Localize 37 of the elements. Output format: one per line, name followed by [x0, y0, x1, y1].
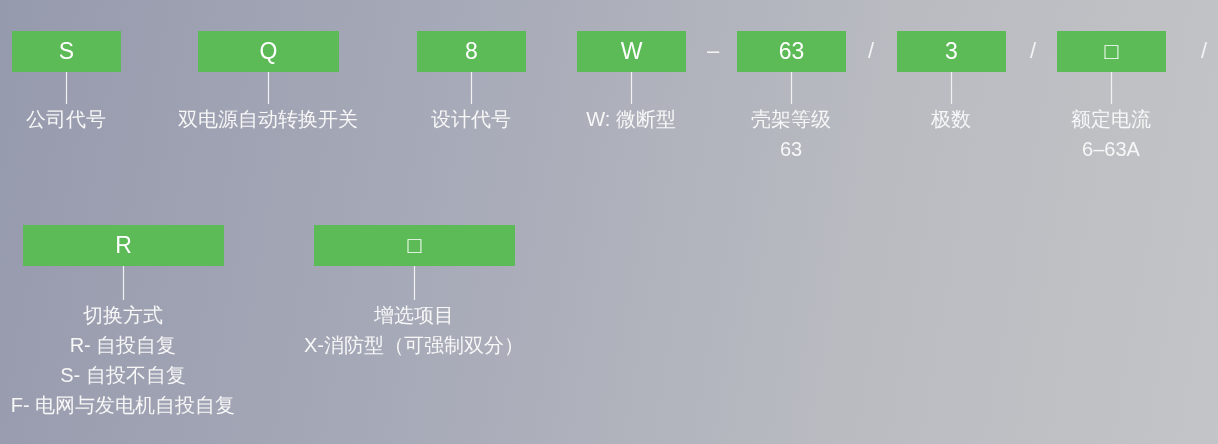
code-box: S [12, 31, 121, 72]
detail-text: F- 电网与发电机自投自复 [10, 393, 236, 418]
detail-text: S- 自投不自复 [60, 363, 186, 388]
leader-line [950, 71, 953, 105]
slash-separator: / [1200, 38, 1208, 64]
description-text: W: 微断型 [586, 104, 676, 134]
code-box: R [23, 225, 224, 266]
code-box: 8 [417, 31, 526, 72]
leader-line [122, 265, 125, 301]
description-text: 设计代号 [431, 104, 511, 134]
leader-line [413, 265, 416, 301]
detail-text: 6–63A [1082, 137, 1140, 162]
dash-separator: – [706, 38, 720, 64]
leader-line [65, 71, 68, 105]
leader-line [630, 71, 633, 105]
description-text: 双电源自动转换开关 [178, 104, 358, 134]
detail-text: X-消防型（可强制双分） [304, 333, 524, 358]
description-text: 极数 [931, 104, 971, 134]
detail-text: R- 自投自复 [69, 333, 177, 358]
description-text: 增选项目 [374, 303, 454, 328]
leader-line [267, 71, 270, 105]
code-box: W [577, 31, 686, 72]
description-text: 切换方式 [83, 303, 163, 328]
description-text: 公司代号 [26, 104, 106, 134]
code-box: □ [314, 225, 515, 266]
code-box: 63 [737, 31, 846, 72]
code-box: 3 [897, 31, 1006, 72]
code-box: □ [1057, 31, 1166, 72]
leader-line [790, 71, 793, 105]
code-box: Q [198, 31, 339, 72]
slash-separator: / [1029, 38, 1037, 64]
slash-separator: / [867, 38, 875, 64]
description-text: 壳架等级 [751, 107, 831, 132]
description-text: 额定电流 [1071, 107, 1151, 132]
detail-text: 63 [779, 137, 803, 162]
leader-line [1110, 71, 1113, 105]
leader-line [470, 71, 473, 105]
